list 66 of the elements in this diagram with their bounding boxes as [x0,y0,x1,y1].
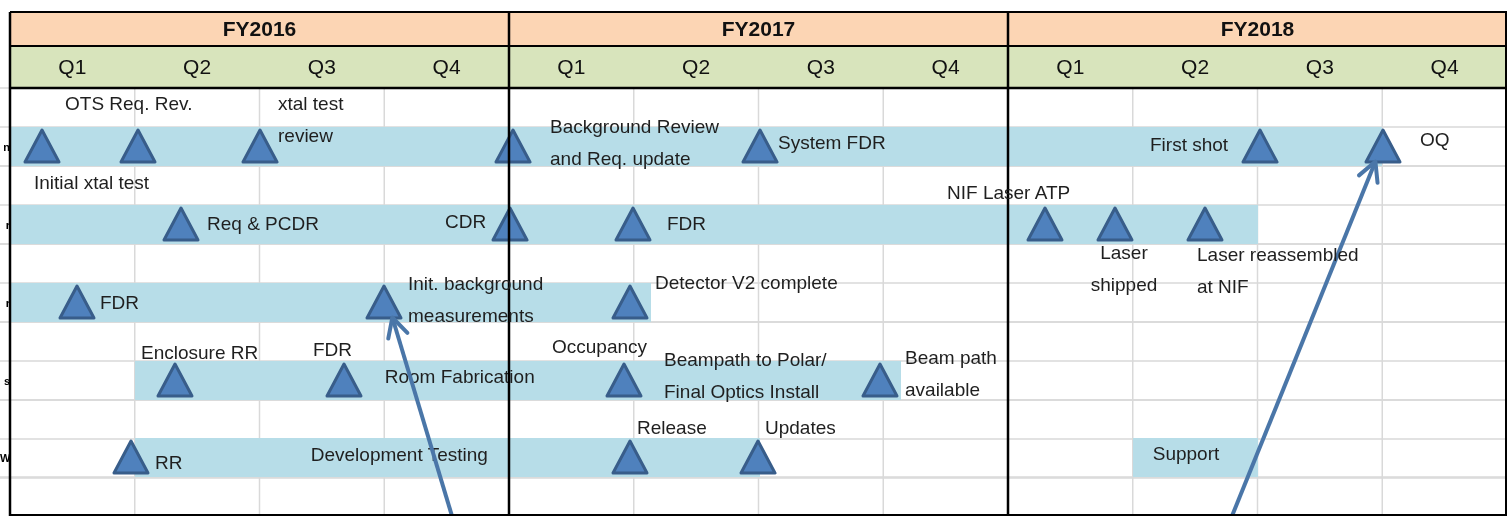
milestone-triangle [1364,127,1402,164]
quarter-header: Q1 [10,46,135,88]
milestone-label: CDR [445,210,487,234]
timeline-bar [134,438,760,477]
milestone-triangle [494,127,532,164]
quarter-header: Q2 [134,46,260,88]
milestone-label: RR [155,451,183,475]
quarter-header: Q4 [883,46,1008,88]
milestone-label: First shot [1150,133,1229,157]
fiscal-year-header: FY2018 [1008,12,1507,46]
timeline-bar [1132,438,1258,477]
milestone-label: xtal test review [278,92,345,148]
milestone-triangle [1026,205,1064,242]
milestone-label: Beampath to Polar/ Final Optics Install [664,348,828,404]
milestone-label: Updates [765,416,836,440]
milestone-triangle [23,127,61,164]
milestone-label: Background Review and Req. update [550,115,720,171]
milestone-triangle [741,127,779,164]
timeline-bar [10,205,1258,244]
milestone-label: OTS Req. Rev. [65,92,193,116]
milestone-triangle [861,361,899,398]
milestone-triangle [739,438,777,475]
milestone-triangle [241,127,279,164]
quarter-header: Q2 [633,46,759,88]
arrow [1230,159,1380,516]
milestone-triangle [614,205,652,242]
bar-label: Support [1152,442,1220,466]
milestone-triangle [1096,205,1134,242]
milestone-triangle [1241,127,1279,164]
quarter-header: Q4 [1382,46,1507,88]
milestone-triangle [365,283,403,320]
milestone-triangle [611,283,649,320]
milestone-label: Detector V2 complete [655,271,838,295]
fiscal-year-header: FY2016 [10,12,509,46]
milestone-label: Req & PCDR [207,212,319,236]
milestone-triangle [491,205,529,242]
milestone-label: FDR [100,291,140,315]
milestone-label: Beam path available [905,346,998,402]
milestone-triangle [162,205,200,242]
milestone-triangle [119,127,157,164]
milestone-label: OQ [1420,128,1450,152]
quarter-header: Q3 [259,46,385,88]
quarter-header: Q1 [1008,46,1133,88]
quarter-header: Q3 [758,46,884,88]
quarter-header: Q3 [1257,46,1383,88]
milestone-label: Enclosure RR [141,341,259,365]
arrow [386,315,454,516]
quarter-header: Q4 [384,46,509,88]
milestone-triangle [605,361,643,398]
fiscal-year-header: FY2017 [509,12,1008,46]
milestone-triangle [1186,205,1224,242]
milestone-label: System FDR [778,131,886,155]
milestone-triangle [325,361,363,398]
milestone-triangle [156,361,194,398]
milestone-label: Initial xtal test [34,171,150,195]
milestone-label: Release [637,416,707,440]
quarter-header: Q1 [509,46,634,88]
milestone-triangle [611,438,649,475]
milestone-label: FDR [313,338,353,362]
milestone-triangle [58,283,96,320]
quarter-header: Q2 [1132,46,1258,88]
milestone-label: Laser shipped [1089,241,1159,297]
milestone-label: FDR [667,212,707,236]
milestone-label: Occupancy [552,335,648,359]
milestone-triangle [112,438,150,475]
row-label-fragment: n [2,140,10,155]
